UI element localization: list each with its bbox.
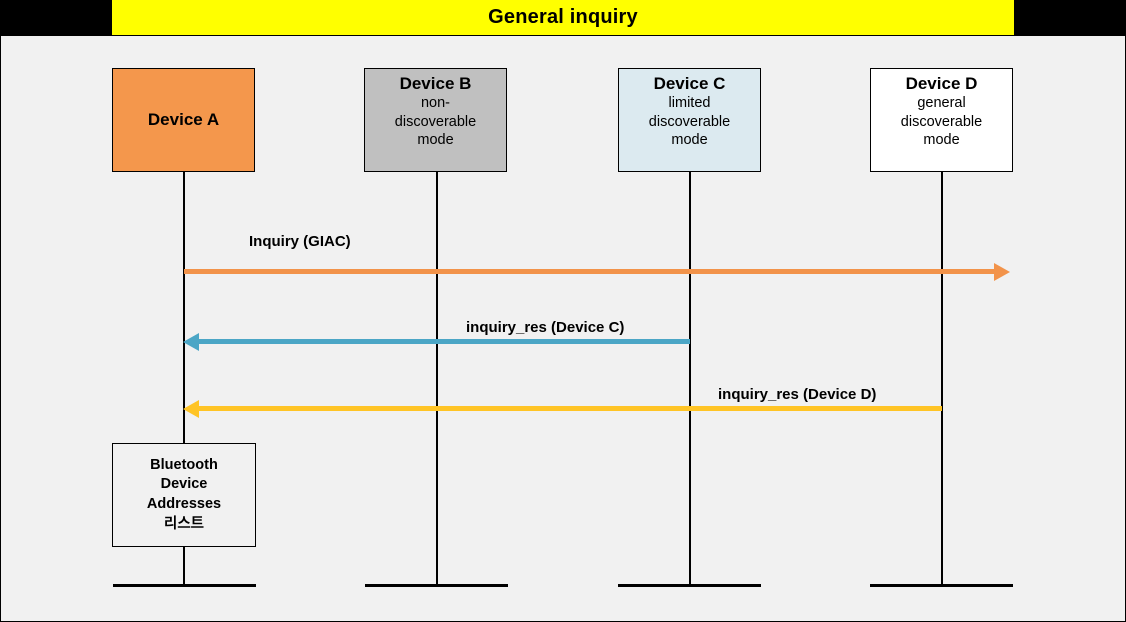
message-label-inquiry-res-device-d: inquiry_res (Device D) bbox=[718, 386, 877, 403]
note-text: Bluetooth Device Addresses 리스트 bbox=[146, 456, 222, 532]
page-title: General inquiry bbox=[488, 6, 638, 28]
message-label-inquiry-res-device-c: inquiry_res (Device C) bbox=[466, 319, 625, 336]
message-line-inquiry-giac[interactable] bbox=[184, 269, 996, 274]
arrowhead-left-inquiry-res-device-c bbox=[183, 332, 199, 351]
participant-mode-device-d: general discoverable mode bbox=[900, 95, 983, 149]
participant-name-device-c: Device C bbox=[653, 74, 726, 93]
participant-name-device-d: Device D bbox=[905, 74, 978, 93]
participant-box-device-c[interactable]: Device C limited discoverable mode bbox=[618, 68, 761, 172]
participant-name-device-b: Device B bbox=[399, 74, 472, 93]
participant-mode-device-b: non- discoverable mode bbox=[394, 95, 477, 149]
lifeline-end-device-c bbox=[618, 584, 761, 587]
participant-mode-device-c: limited discoverable mode bbox=[648, 95, 731, 149]
lifeline-device-b bbox=[436, 172, 438, 586]
arrowhead-right-inquiry-giac bbox=[994, 262, 1010, 281]
diagram-title-bar: General inquiry bbox=[112, 0, 1014, 35]
note-bluetooth-device-addresses[interactable]: Bluetooth Device Addresses 리스트 bbox=[112, 443, 256, 547]
participant-box-device-a[interactable]: Device A bbox=[112, 68, 255, 172]
lifeline-end-device-d bbox=[870, 584, 1013, 587]
lifeline-end-device-b bbox=[365, 584, 508, 587]
arrowhead-left-inquiry-res-device-d bbox=[183, 399, 199, 418]
lifeline-device-c bbox=[689, 172, 691, 586]
message-line-inquiry-res-device-d[interactable] bbox=[199, 406, 942, 411]
message-line-inquiry-res-device-c[interactable] bbox=[199, 339, 690, 344]
lifeline-device-d bbox=[941, 172, 943, 586]
participant-box-device-d[interactable]: Device D general discoverable mode bbox=[870, 68, 1013, 172]
participant-box-device-b[interactable]: Device B non- discoverable mode bbox=[364, 68, 507, 172]
lifeline-end-device-a bbox=[113, 584, 256, 587]
message-label-inquiry-giac: Inquiry (GIAC) bbox=[249, 233, 351, 250]
participant-name-device-a: Device A bbox=[147, 110, 220, 130]
lifeline-device-a bbox=[183, 172, 185, 586]
sequence-diagram-canvas: Device A Device B non- discoverable mode… bbox=[0, 35, 1126, 622]
